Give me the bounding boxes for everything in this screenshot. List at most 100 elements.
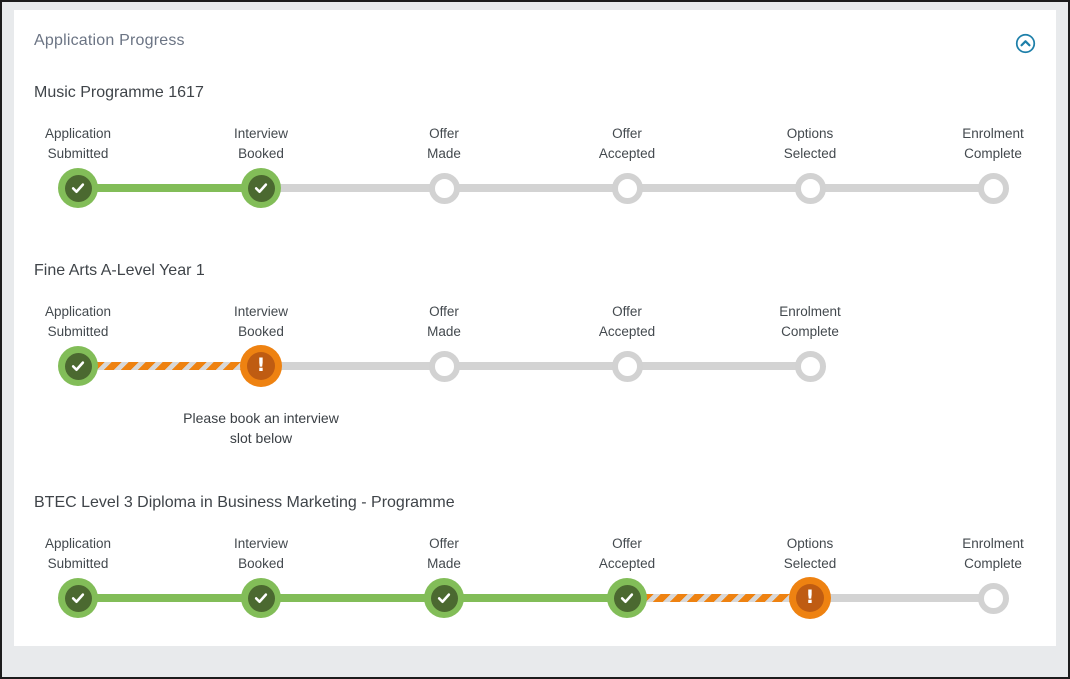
- progress-track: Application Submitted Interview Booked Off…: [34, 534, 1036, 630]
- step-node-pending: [611, 172, 643, 204]
- step: Application Submitted: [14, 302, 143, 388]
- connector-gray: [261, 184, 444, 192]
- step: Offer Accepted: [562, 534, 692, 620]
- node-wrap: [428, 344, 460, 388]
- exclamation-icon: !: [247, 352, 275, 380]
- step: Enrolment Complete: [928, 534, 1056, 620]
- step-label: Offer Made: [427, 304, 461, 339]
- step-node-complete: [58, 168, 98, 208]
- connector-gray: [261, 362, 444, 370]
- tracker-title: BTEC Level 3 Diploma in Business Marketi…: [34, 494, 455, 511]
- step-node-pending: [977, 172, 1009, 204]
- tracker-title: Fine Arts A-Level Year 1: [34, 262, 205, 279]
- step-label: Offer Made: [427, 536, 461, 571]
- connector-gray: [444, 184, 627, 192]
- step: Offer Accepted: [562, 302, 692, 388]
- step: Interview Booked: [196, 534, 326, 620]
- node-wrap: !: [240, 344, 282, 388]
- node-wrap: [611, 166, 643, 210]
- step-label: Interview Booked: [233, 304, 289, 339]
- connector-green: [444, 594, 627, 602]
- tracker: BTEC Level 3 Diploma in Business Marketi…: [34, 494, 1036, 630]
- step-node-complete: [58, 578, 98, 618]
- step-label: Interview Booked: [233, 536, 289, 571]
- step: Interview Booked!: [196, 302, 326, 388]
- step-label: Enrolment Complete: [962, 126, 1024, 161]
- check-icon: [64, 174, 92, 202]
- step-node-complete: [241, 578, 281, 618]
- step-node-complete: [424, 578, 464, 618]
- chevron-up-circle-icon: [1015, 33, 1036, 57]
- step-label: Application Submitted: [44, 126, 112, 161]
- node-wrap: [241, 576, 281, 620]
- node-wrap: [611, 344, 643, 388]
- step-label: Offer Made: [427, 126, 461, 161]
- step-node-pending: [611, 350, 643, 382]
- exclamation-icon: !: [796, 584, 824, 612]
- collapse-panel-button[interactable]: [1015, 33, 1036, 54]
- step-label: Application Submitted: [44, 536, 112, 571]
- step-label: Offer Accepted: [598, 536, 656, 571]
- connector-gray: [627, 184, 810, 192]
- step-label: Options Selected: [783, 126, 837, 161]
- step: Options Selected: [745, 124, 875, 210]
- check-icon: [247, 174, 275, 202]
- node-wrap: [58, 576, 98, 620]
- step-node-complete: [607, 578, 647, 618]
- connector-gray: [810, 184, 993, 192]
- node-wrap: !: [789, 576, 831, 620]
- step: Enrolment Complete: [745, 302, 875, 388]
- step: Application Submitted: [14, 534, 143, 620]
- connector-gray: [810, 594, 993, 602]
- step-label: Enrolment Complete: [962, 536, 1024, 571]
- check-icon: [247, 584, 275, 612]
- panel-header: Application Progress: [34, 32, 1036, 54]
- connector-gray: [627, 362, 810, 370]
- connector-green: [78, 184, 261, 192]
- connector-gray: [444, 362, 627, 370]
- step: Offer Accepted: [562, 124, 692, 210]
- step-label: Options Selected: [783, 536, 837, 571]
- check-icon: [430, 584, 458, 612]
- node-wrap: [794, 344, 826, 388]
- node-wrap: [794, 166, 826, 210]
- node-wrap: [424, 576, 464, 620]
- node-wrap: [977, 166, 1009, 210]
- page-title: Application Progress: [34, 32, 185, 49]
- step-node-warning: !: [240, 345, 282, 387]
- step: Offer Made: [379, 302, 509, 388]
- step-label: Offer Accepted: [598, 126, 656, 161]
- node-wrap: [58, 166, 98, 210]
- step-message: Please book an interview slot below: [183, 410, 339, 446]
- connector-hatched: [627, 594, 810, 602]
- exclamation-glyph: !: [805, 586, 815, 608]
- application-progress-panel: Application Progress Music Programme 161…: [14, 10, 1056, 646]
- node-wrap: [977, 576, 1009, 620]
- step-node-warning: !: [789, 577, 831, 619]
- step-node-pending: [428, 172, 460, 204]
- check-icon: [613, 584, 641, 612]
- node-wrap: [428, 166, 460, 210]
- step-label: Interview Booked: [233, 126, 289, 161]
- step: Application Submitted: [14, 124, 143, 210]
- step: Options Selected!: [745, 534, 875, 620]
- connector-green: [78, 594, 261, 602]
- step-label: Enrolment Complete: [779, 304, 841, 339]
- check-icon: [64, 584, 92, 612]
- progress-track: Application Submitted Interview Booked Off…: [34, 124, 1036, 220]
- step-node-complete: [241, 168, 281, 208]
- step-node-pending: [794, 350, 826, 382]
- step: Offer Made: [379, 124, 509, 210]
- tracker-title: Music Programme 1617: [34, 84, 204, 101]
- step-node-pending: [794, 172, 826, 204]
- step-label: Offer Accepted: [598, 304, 656, 339]
- node-wrap: [241, 166, 281, 210]
- node-wrap: [58, 344, 98, 388]
- node-wrap: [607, 576, 647, 620]
- connector-hatched: [78, 362, 261, 370]
- step: Interview Booked: [196, 124, 326, 210]
